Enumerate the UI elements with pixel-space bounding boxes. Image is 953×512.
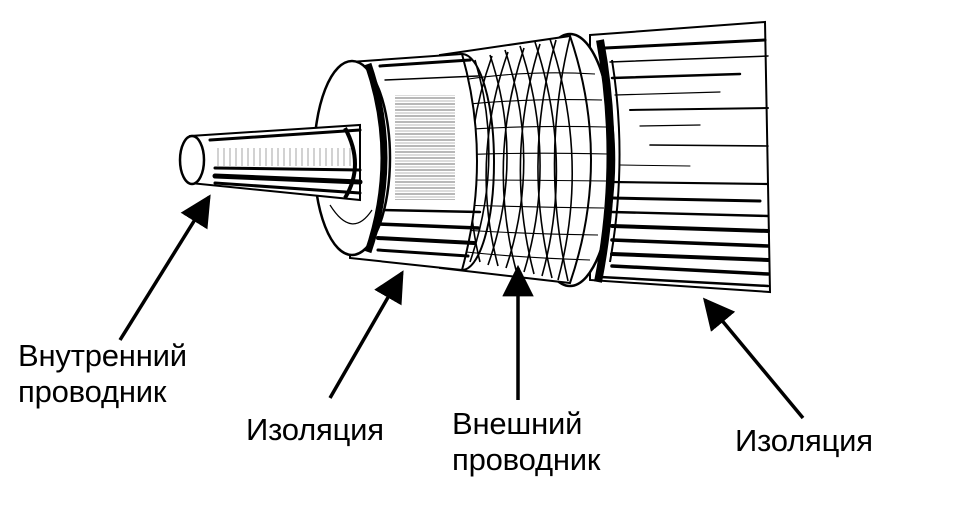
label-inner-insulation: Изоляция <box>246 412 384 447</box>
label-outer-insulation: Изоляция <box>735 423 873 458</box>
label-outer-conductor-line2: проводник <box>452 442 601 477</box>
outer-insulation-jacket <box>524 20 772 294</box>
label-inner-conductor-line1: Внутренний <box>18 338 187 373</box>
arrows <box>118 194 805 420</box>
outer-conductor-braid <box>429 34 609 285</box>
arrow-outer-insulation <box>702 297 805 420</box>
label-inner-conductor-line2: проводник <box>18 374 167 409</box>
label-outer-conductor-line1: Внешний <box>452 406 583 441</box>
label-outer-conductor: Внешний проводник <box>452 406 600 478</box>
inner-conductor-wire <box>178 123 363 202</box>
arrow-inner-insulation <box>328 270 404 399</box>
label-inner-conductor: Внутренний проводник <box>18 338 187 410</box>
arrow-inner-conductor <box>118 194 211 341</box>
